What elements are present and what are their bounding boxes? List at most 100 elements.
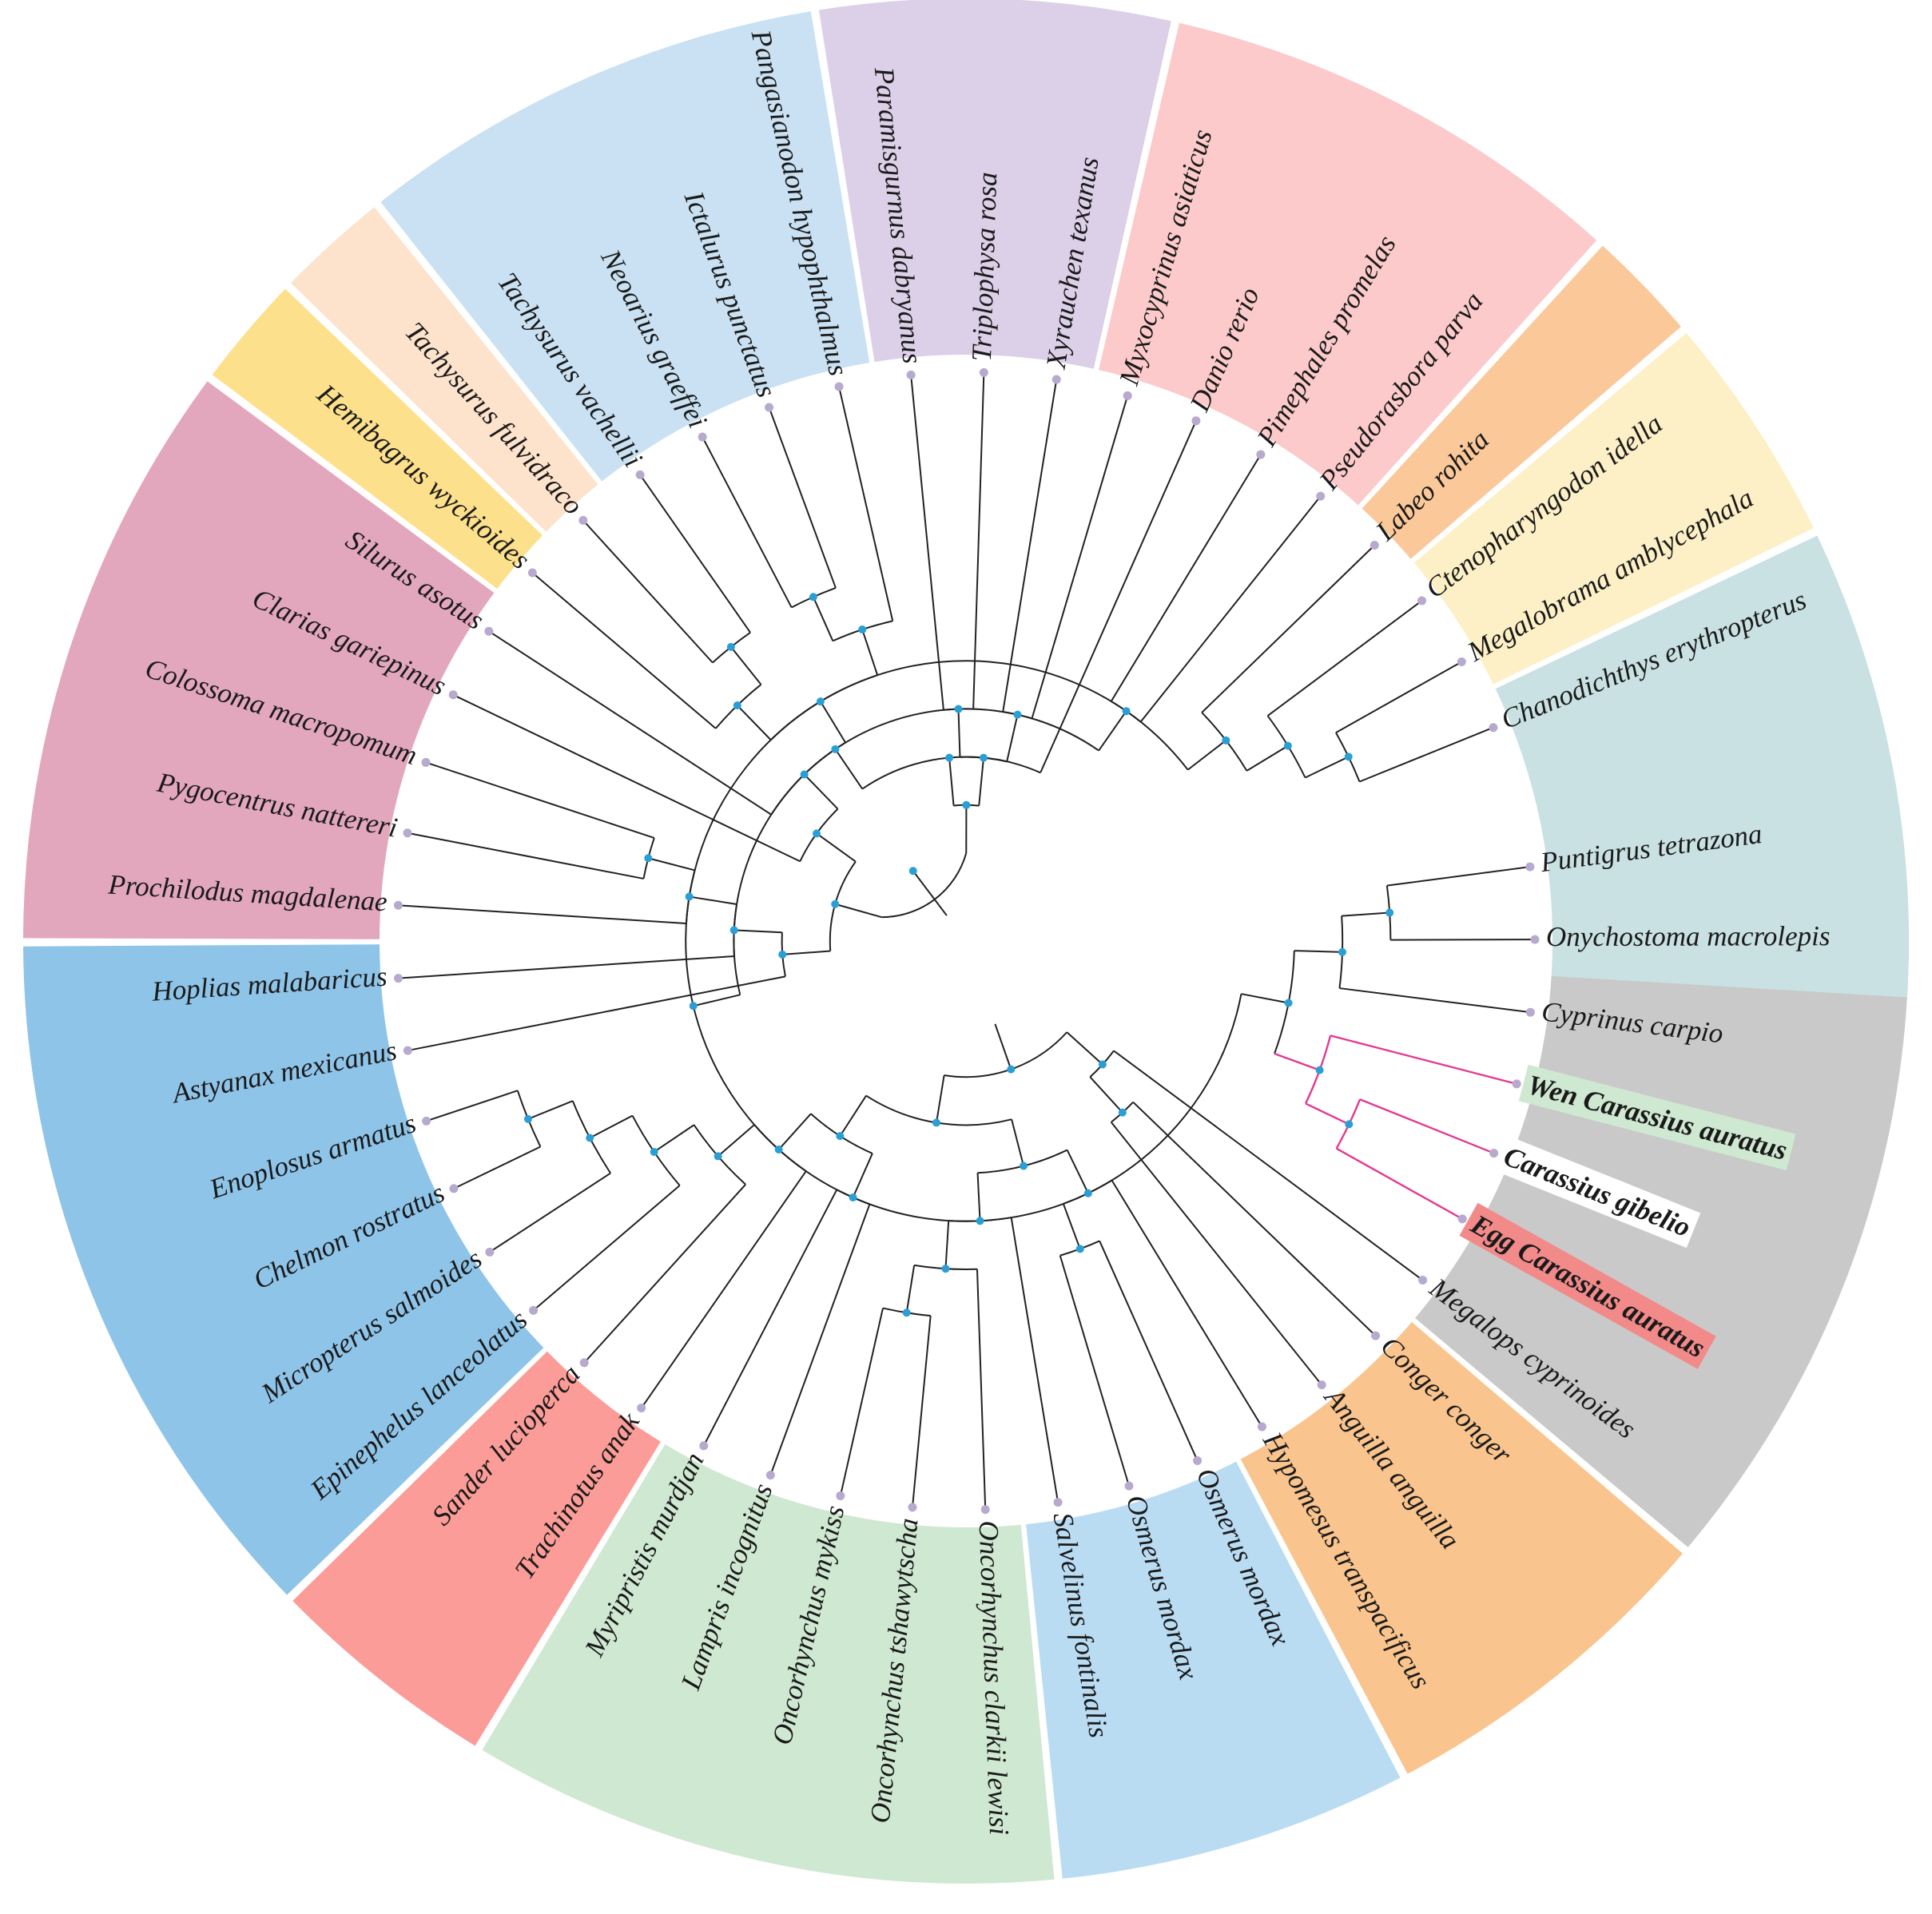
leaf-tip-dot — [527, 568, 537, 578]
terminal-branch — [1336, 1147, 1463, 1220]
internal-node-dot — [1315, 1066, 1324, 1074]
leaf-tip-dot — [403, 1046, 412, 1055]
branch-segment — [648, 857, 695, 872]
leaf-tip-dot — [1525, 862, 1535, 872]
terminal-branch — [1139, 495, 1322, 723]
branch-segment — [816, 832, 857, 863]
branch-segment — [1342, 911, 1390, 917]
terminal-branch — [910, 375, 944, 710]
leaf-tip-dot — [1256, 450, 1266, 459]
branch-segment — [852, 1153, 873, 1198]
internal-node-dot — [836, 1132, 845, 1141]
branch-segment — [944, 1221, 950, 1269]
terminal-branch — [1099, 1241, 1199, 1461]
branch-segment — [589, 1114, 634, 1139]
leaf-tip-dot — [836, 1491, 845, 1500]
internal-node-dot — [945, 753, 954, 762]
internal-node-dot — [586, 1134, 594, 1142]
leaf-tip-dot — [699, 1441, 709, 1451]
terminal-branch — [1201, 544, 1376, 713]
internal-node-dot — [1385, 908, 1394, 917]
leaf-tip-dot — [1525, 1007, 1535, 1017]
leaf-label-group: Onychostoma macrolepis — [1546, 920, 1831, 952]
leaf-tip-dot — [578, 515, 588, 525]
branch-segment — [733, 929, 782, 934]
terminal-branch — [1110, 1122, 1322, 1386]
internal-node-dot — [726, 642, 735, 651]
branch-segment — [948, 757, 955, 806]
leaf-tip-dot — [1191, 416, 1201, 426]
leaf-tip-dot — [1489, 1149, 1499, 1158]
leaf-tip-dot — [421, 757, 431, 767]
leaf-tip-dot — [1512, 1079, 1521, 1089]
branch-segment — [1305, 756, 1350, 779]
internal-node-dot — [778, 950, 787, 959]
leaf-tip-dot — [1051, 375, 1061, 384]
internal-node-dot — [1118, 1108, 1127, 1117]
terminal-branch — [531, 572, 717, 729]
internal-node-dot — [1075, 1245, 1084, 1253]
leaf-tip-dot — [1369, 541, 1379, 550]
tree-background-disc — [380, 355, 1552, 1527]
branch-segment — [1098, 710, 1127, 752]
internal-node-dot — [1122, 707, 1131, 716]
root-node-dot — [908, 867, 917, 876]
branch-segment — [834, 749, 864, 790]
terminal-branch — [407, 975, 786, 1052]
internal-node-dot — [941, 1265, 950, 1273]
terminal-branch — [1386, 866, 1531, 887]
terminal-branch — [426, 1090, 519, 1122]
internal-node-dot — [689, 1002, 698, 1011]
terminal-branch — [425, 761, 655, 839]
terminal-branch — [488, 630, 772, 816]
terminal-branch — [1132, 1101, 1377, 1336]
internal-node-dot — [1098, 1060, 1107, 1069]
leaf-tip-dot — [637, 1404, 646, 1413]
branch-segment — [1246, 745, 1289, 772]
tree-nodes — [393, 367, 1540, 1515]
leaf-tip-dot — [403, 828, 412, 838]
terminal-branch — [453, 1146, 541, 1189]
leaf-tip-dot — [1417, 596, 1426, 606]
root-branch — [912, 870, 948, 916]
leaf-tip-dot — [1457, 1214, 1467, 1224]
internal-node-dot — [954, 705, 963, 713]
leaf-label-highlight-box — [1459, 1202, 1716, 1369]
internal-node-dot — [902, 1308, 911, 1317]
internal-node-dot — [976, 1217, 984, 1225]
leaf-tip-dot — [1530, 935, 1540, 944]
leaf-tip-dot — [1489, 723, 1498, 733]
branch-segment — [1006, 714, 1019, 762]
terminal-branch — [1359, 1098, 1495, 1154]
branch-segment — [812, 596, 834, 641]
terminal-branch — [1113, 1050, 1424, 1281]
terminal-branch — [1031, 395, 1129, 719]
internal-node-dot — [1222, 736, 1230, 745]
leaf-tip-dot — [484, 626, 494, 636]
internal-node-dot — [774, 1146, 783, 1154]
terminal-branch — [1339, 987, 1531, 1014]
terminal-branch — [702, 1189, 838, 1447]
terminal-branch — [1110, 454, 1262, 702]
terminal-branch — [1002, 379, 1058, 713]
terminal-branch — [1059, 1255, 1130, 1487]
terminal-branch — [911, 1316, 932, 1507]
leaf-tip-dot — [698, 432, 707, 442]
terminal-branch — [407, 832, 644, 880]
leaf-label-highlight-box — [1518, 1064, 1796, 1171]
leaf-tip-dot — [906, 370, 916, 379]
terminal-branch — [702, 436, 793, 608]
terminal-branch — [398, 904, 686, 924]
branch-segment — [1294, 950, 1343, 953]
branch-segment — [935, 1074, 945, 1123]
branch-segment — [1274, 1052, 1321, 1071]
leaf-tip-dot — [1371, 1331, 1381, 1340]
terminal-branch — [1335, 661, 1462, 734]
terminal-branch — [972, 372, 985, 709]
branch-segment — [730, 646, 762, 685]
terminal-branch — [838, 386, 894, 621]
branch-segment — [976, 1173, 981, 1221]
leaf-tip-dot — [635, 470, 645, 479]
branch-segment — [957, 709, 961, 757]
